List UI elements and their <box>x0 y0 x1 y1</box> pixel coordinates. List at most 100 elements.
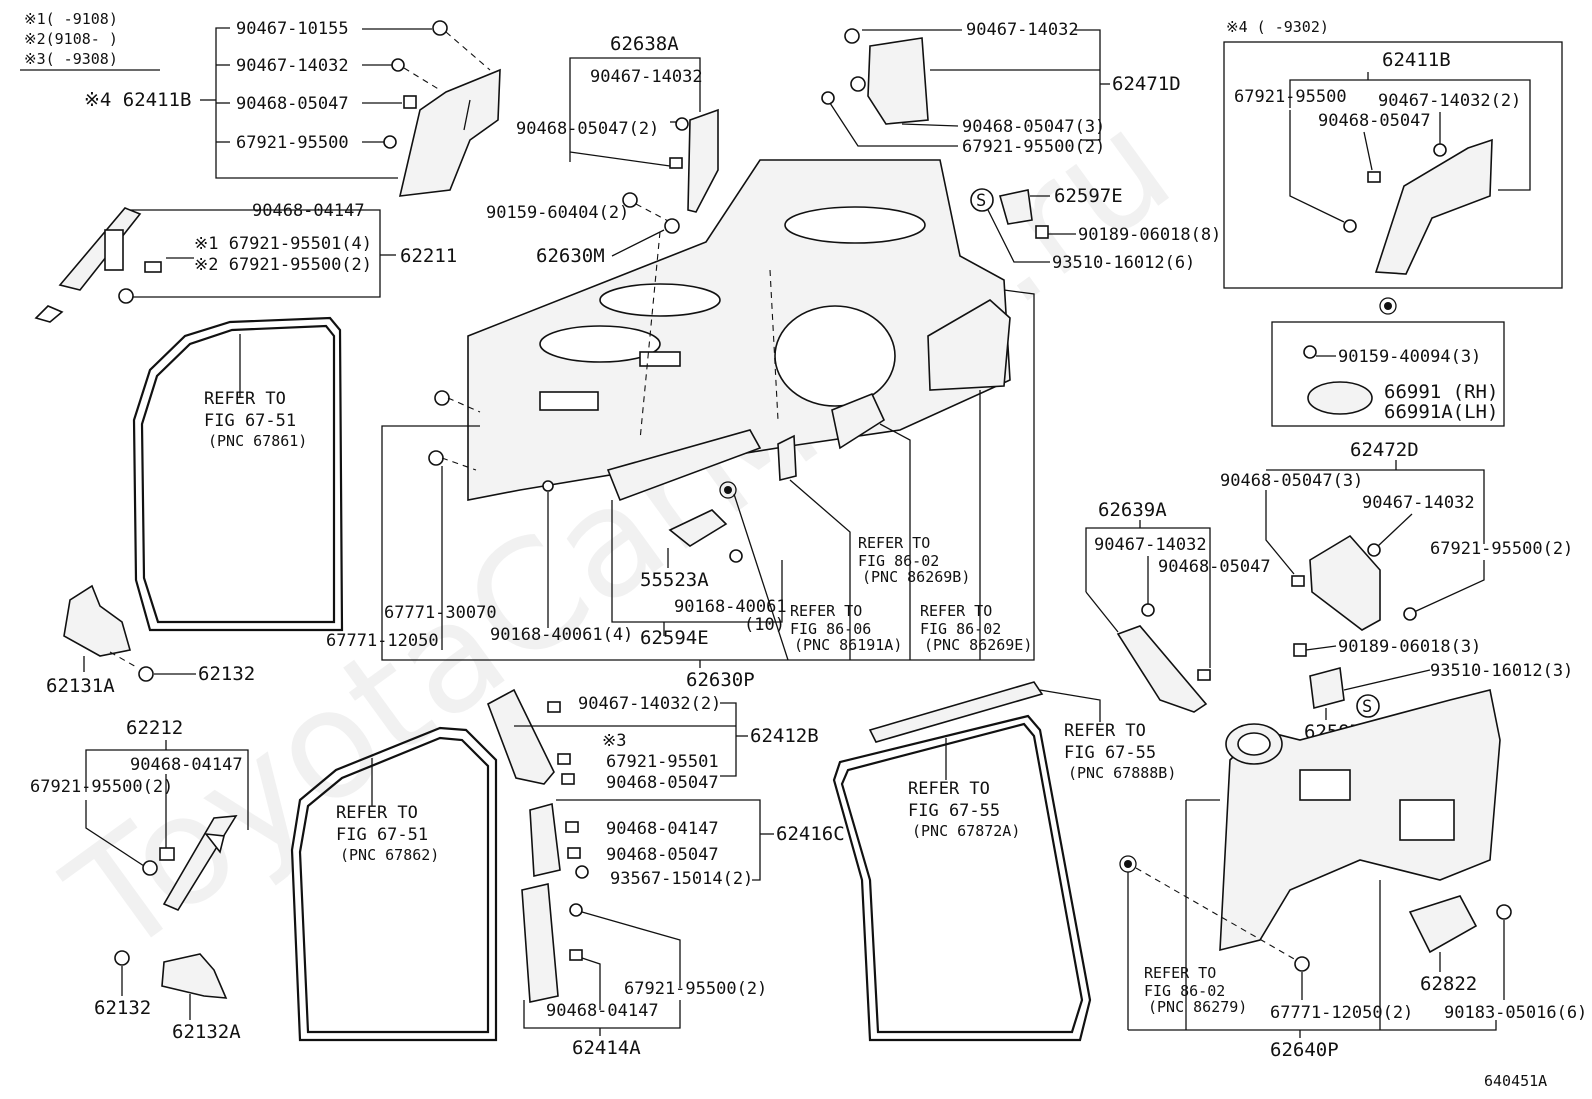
detail-box <box>1223 41 1563 289</box>
part-label-62639A: 62639A <box>1098 499 1167 521</box>
leader-line <box>789 479 851 660</box>
trim-panel-part-icon <box>1309 534 1381 631</box>
bracket-line <box>1074 29 1101 141</box>
cover-part-icon <box>161 953 228 999</box>
part-label-67921-95500-2: 67921-95500(2) <box>1430 539 1573 559</box>
bracket-part-icon <box>998 189 1033 225</box>
trim-strip-part-icon <box>58 207 142 291</box>
bracket-line <box>720 702 737 777</box>
group-62131A: 62132 62131A <box>46 584 255 697</box>
clip-part-icon <box>391 58 405 72</box>
part-label-62640P: 62640P <box>1270 1039 1339 1061</box>
group-62471D: 90467-14032 62471D 90468-05047(3) 67921-… <box>821 20 1181 157</box>
refer-pnc-text: (PNC 86269E) <box>924 636 1032 654</box>
part-label-93510-16012-6: 93510-16012(6) <box>1052 253 1195 273</box>
part-label-62411B: 62411B <box>1382 49 1451 71</box>
part-label-67921-95500-2: 67921-95500(2) <box>30 777 173 797</box>
bracket-line <box>381 289 1035 661</box>
clip-part-icon <box>434 390 450 406</box>
screw-part-icon <box>542 480 554 492</box>
special-marker-dot-fill <box>1384 302 1392 310</box>
leader-line <box>987 209 1050 263</box>
pillar-trim-part-icon <box>398 68 501 197</box>
refer-pnc-text: (PNC 67861) <box>208 432 307 450</box>
refer-fig-text: FIG 67-55 <box>1064 743 1156 763</box>
bracket-line <box>85 749 249 830</box>
refer-pnc-text: (PNC 67872A) <box>912 822 1020 840</box>
part-label-66991A-lh: 66991A(LH) <box>1384 401 1498 423</box>
bracket-line <box>1128 1020 1497 1031</box>
part-label-90189-06018-3: 90189-06018(3) <box>1338 637 1481 657</box>
leader-line <box>1377 513 1413 547</box>
clip-part-icon <box>403 95 417 109</box>
leader-line <box>1085 591 1119 633</box>
refer-pnc-text: (PNC 67888B) <box>1068 764 1176 782</box>
part-label-90467-14032-2: 90467-14032(2) <box>1378 91 1521 111</box>
part-label-62411B: ※4 62411B <box>84 89 191 111</box>
door-seal-outline <box>832 714 1092 1042</box>
special-marker-s-text: S <box>976 191 986 211</box>
panel-recess <box>599 283 721 317</box>
special-marker-s <box>970 188 994 212</box>
legend-note-2: ※2(9108- ) <box>24 30 118 48</box>
refer-fig-text: FIG 86-02 <box>858 552 939 570</box>
part-label-62132: 62132 <box>94 997 151 1019</box>
pillar-trim-part-icon <box>487 688 555 785</box>
trim-panel-part-icon <box>867 37 929 125</box>
leader-line <box>569 151 671 167</box>
diagram-id: 640451A <box>1484 1072 1547 1090</box>
door-seal-inner <box>298 736 490 1034</box>
refer-text: REFER TO <box>908 779 990 799</box>
part-label-67771-12050-2: 67771-12050(2) <box>1270 1003 1413 1023</box>
panel-slot <box>639 351 681 367</box>
part-label-55523A: 55523A <box>640 569 709 591</box>
part-label-62472D: 62472D <box>1350 439 1419 461</box>
clip-part-icon <box>383 135 397 149</box>
clip-part-icon <box>1367 171 1381 183</box>
leader-line <box>1305 645 1337 651</box>
part-label-90468-05047: 90468-05047 <box>1318 111 1431 131</box>
part-label-90468-05047: 90468-05047 <box>606 845 719 865</box>
part-label-67921-95500: 67921-95500 <box>236 133 349 153</box>
refer-pnc-text: (PNC 86191A) <box>794 636 902 654</box>
refer-pnc-text: (PNC 86279) <box>1148 998 1247 1016</box>
bolt-part-icon <box>622 192 638 208</box>
refer-text: REFER TO <box>204 389 286 409</box>
pillar-trim-part-icon <box>687 108 719 213</box>
part-label-90467-14032: 90467-14032 <box>236 56 349 76</box>
part-label-62132A: 62132A <box>172 1021 241 1043</box>
special-marker-dot-fill <box>1124 860 1132 868</box>
panel-recess <box>784 206 926 244</box>
dashed-assembly-line <box>639 231 661 441</box>
clip-part-icon <box>1293 643 1307 657</box>
dashed-assembly-line <box>1135 867 1297 961</box>
part-label-90467-14032: 90467-14032 <box>966 20 1079 40</box>
part-label-67921-95501-4: ※1 67921-95501(4) <box>194 234 372 254</box>
refer-text: REFER TO <box>1144 964 1216 982</box>
panel-slot <box>1299 769 1351 801</box>
leader-line <box>85 800 145 867</box>
part-label-90159-40094-3: 90159-40094(3) <box>1338 347 1481 367</box>
trim-bracket-icon <box>104 229 124 271</box>
part-label-62416C: 62416C <box>776 823 845 845</box>
clip-part-icon <box>142 860 158 876</box>
pillar-trim-part-icon <box>529 802 561 877</box>
note-3-marker: ※3 <box>602 731 626 751</box>
dashed-assembly-line <box>635 203 671 223</box>
clip-part-icon <box>561 773 575 785</box>
bracket-line <box>569 57 701 162</box>
legend-note-4: ※4 ( -9302) <box>1226 18 1329 36</box>
part-label-62131A: 62131A <box>46 675 115 697</box>
refer-fig-text: FIG 67-51 <box>336 825 428 845</box>
refer-fig-text: FIG 86-02 <box>920 620 1001 638</box>
part-label-90468-05047: 90468-05047 <box>236 94 349 114</box>
bracket-part-icon <box>668 509 728 547</box>
clip-part-icon <box>565 821 579 833</box>
leader-line <box>1413 560 1485 613</box>
part-label-62638A: 62638A <box>610 33 679 55</box>
leader-line <box>1289 110 1345 223</box>
part-label-90468-04147: 90468-04147 <box>130 755 243 775</box>
leader-line <box>581 911 681 988</box>
